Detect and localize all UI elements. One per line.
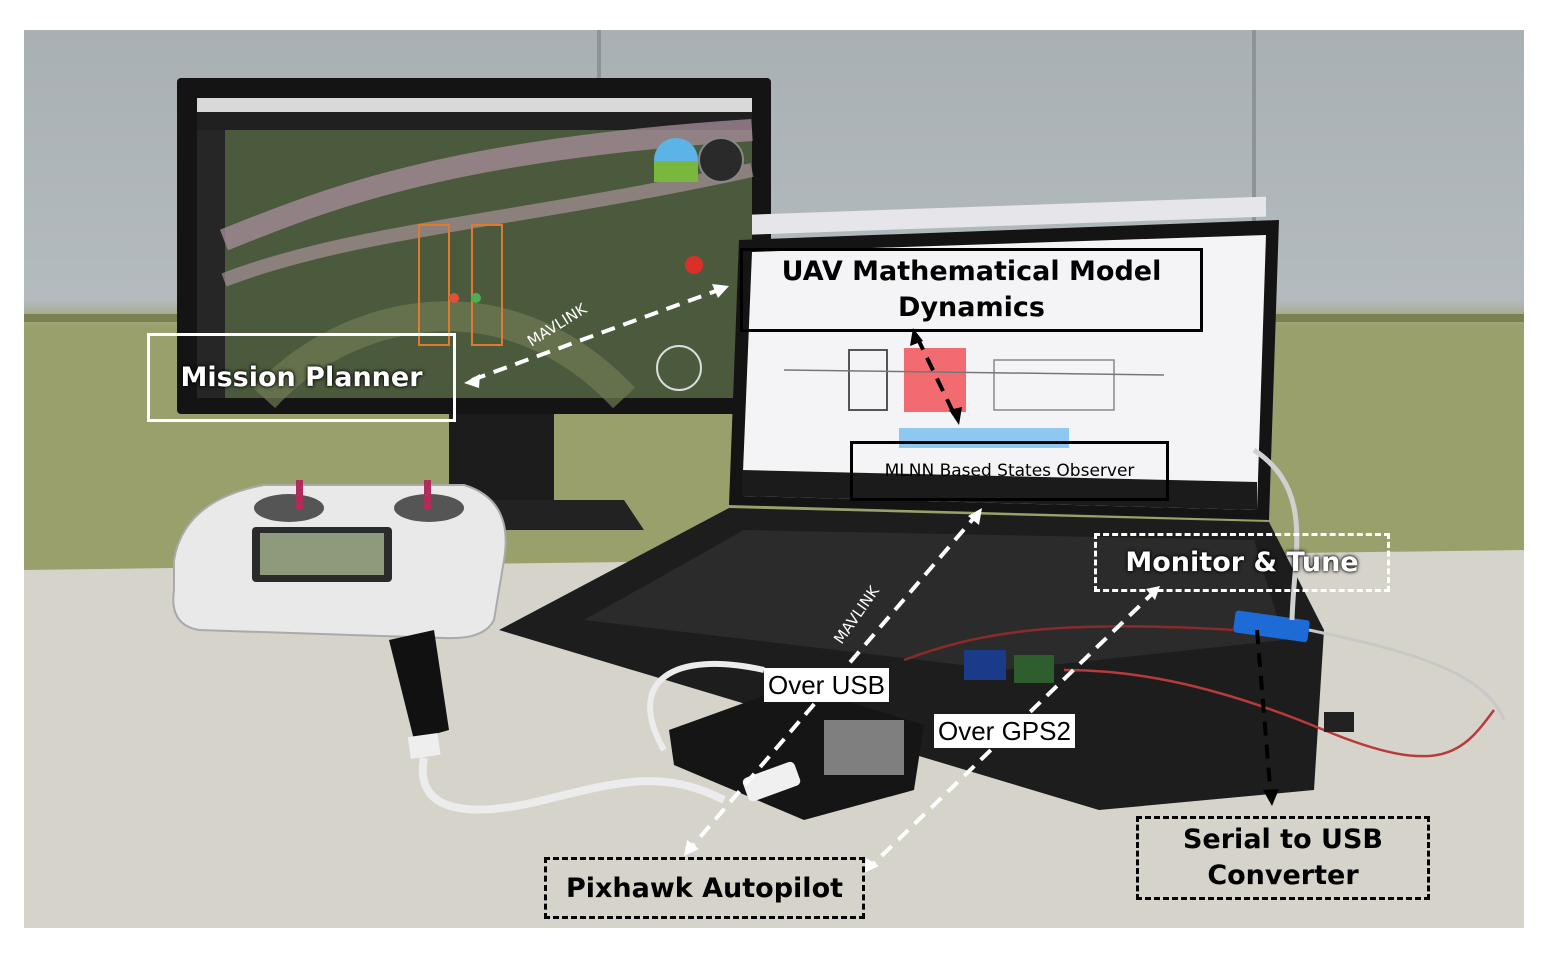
rc-transmitter [172, 480, 507, 640]
serial-usb-converter [903, 610, 1506, 758]
mlnn-observer-label: MLNN Based States Observer [884, 461, 1135, 481]
scene-illustration [24, 30, 1524, 928]
mlnn-observer-box: MLNN Based States Observer [850, 441, 1169, 501]
black-arrowheads [910, 328, 1279, 806]
pixhawk-box: Pixhawk Autopilot [544, 857, 865, 919]
serial-usb-label: Serial to USB Converter [1182, 824, 1383, 891]
usb-radio-dongle [389, 630, 726, 814]
mission-planner-label: Mission Planner [180, 362, 423, 393]
serial-usb-box: Serial to USB Converter [1136, 816, 1430, 900]
lab-setup-photo: Over USB Over GPS2 MAVLINK MAVLINK [24, 30, 1524, 928]
white-arrowheads [464, 284, 1160, 873]
uav-model-box: UAV Mathematical Model Dynamics [740, 248, 1203, 332]
pixhawk-label: Pixhawk Autopilot [565, 872, 844, 904]
desktop-monitor [177, 78, 771, 414]
monitor-tune-box: Monitor & Tune [1094, 533, 1390, 592]
monitor-tune-label: Monitor & Tune [1125, 547, 1359, 578]
uav-model-label: UAV Mathematical Model Dynamics [781, 256, 1162, 323]
white-arrows [471, 286, 1158, 870]
over-usb-label: Over USB [764, 668, 890, 702]
over-gps2-label: Over GPS2 [934, 714, 1075, 748]
mission-planner-box: Mission Planner [147, 333, 456, 422]
pixhawk-board [647, 660, 924, 820]
black-arrows [915, 336, 1273, 799]
